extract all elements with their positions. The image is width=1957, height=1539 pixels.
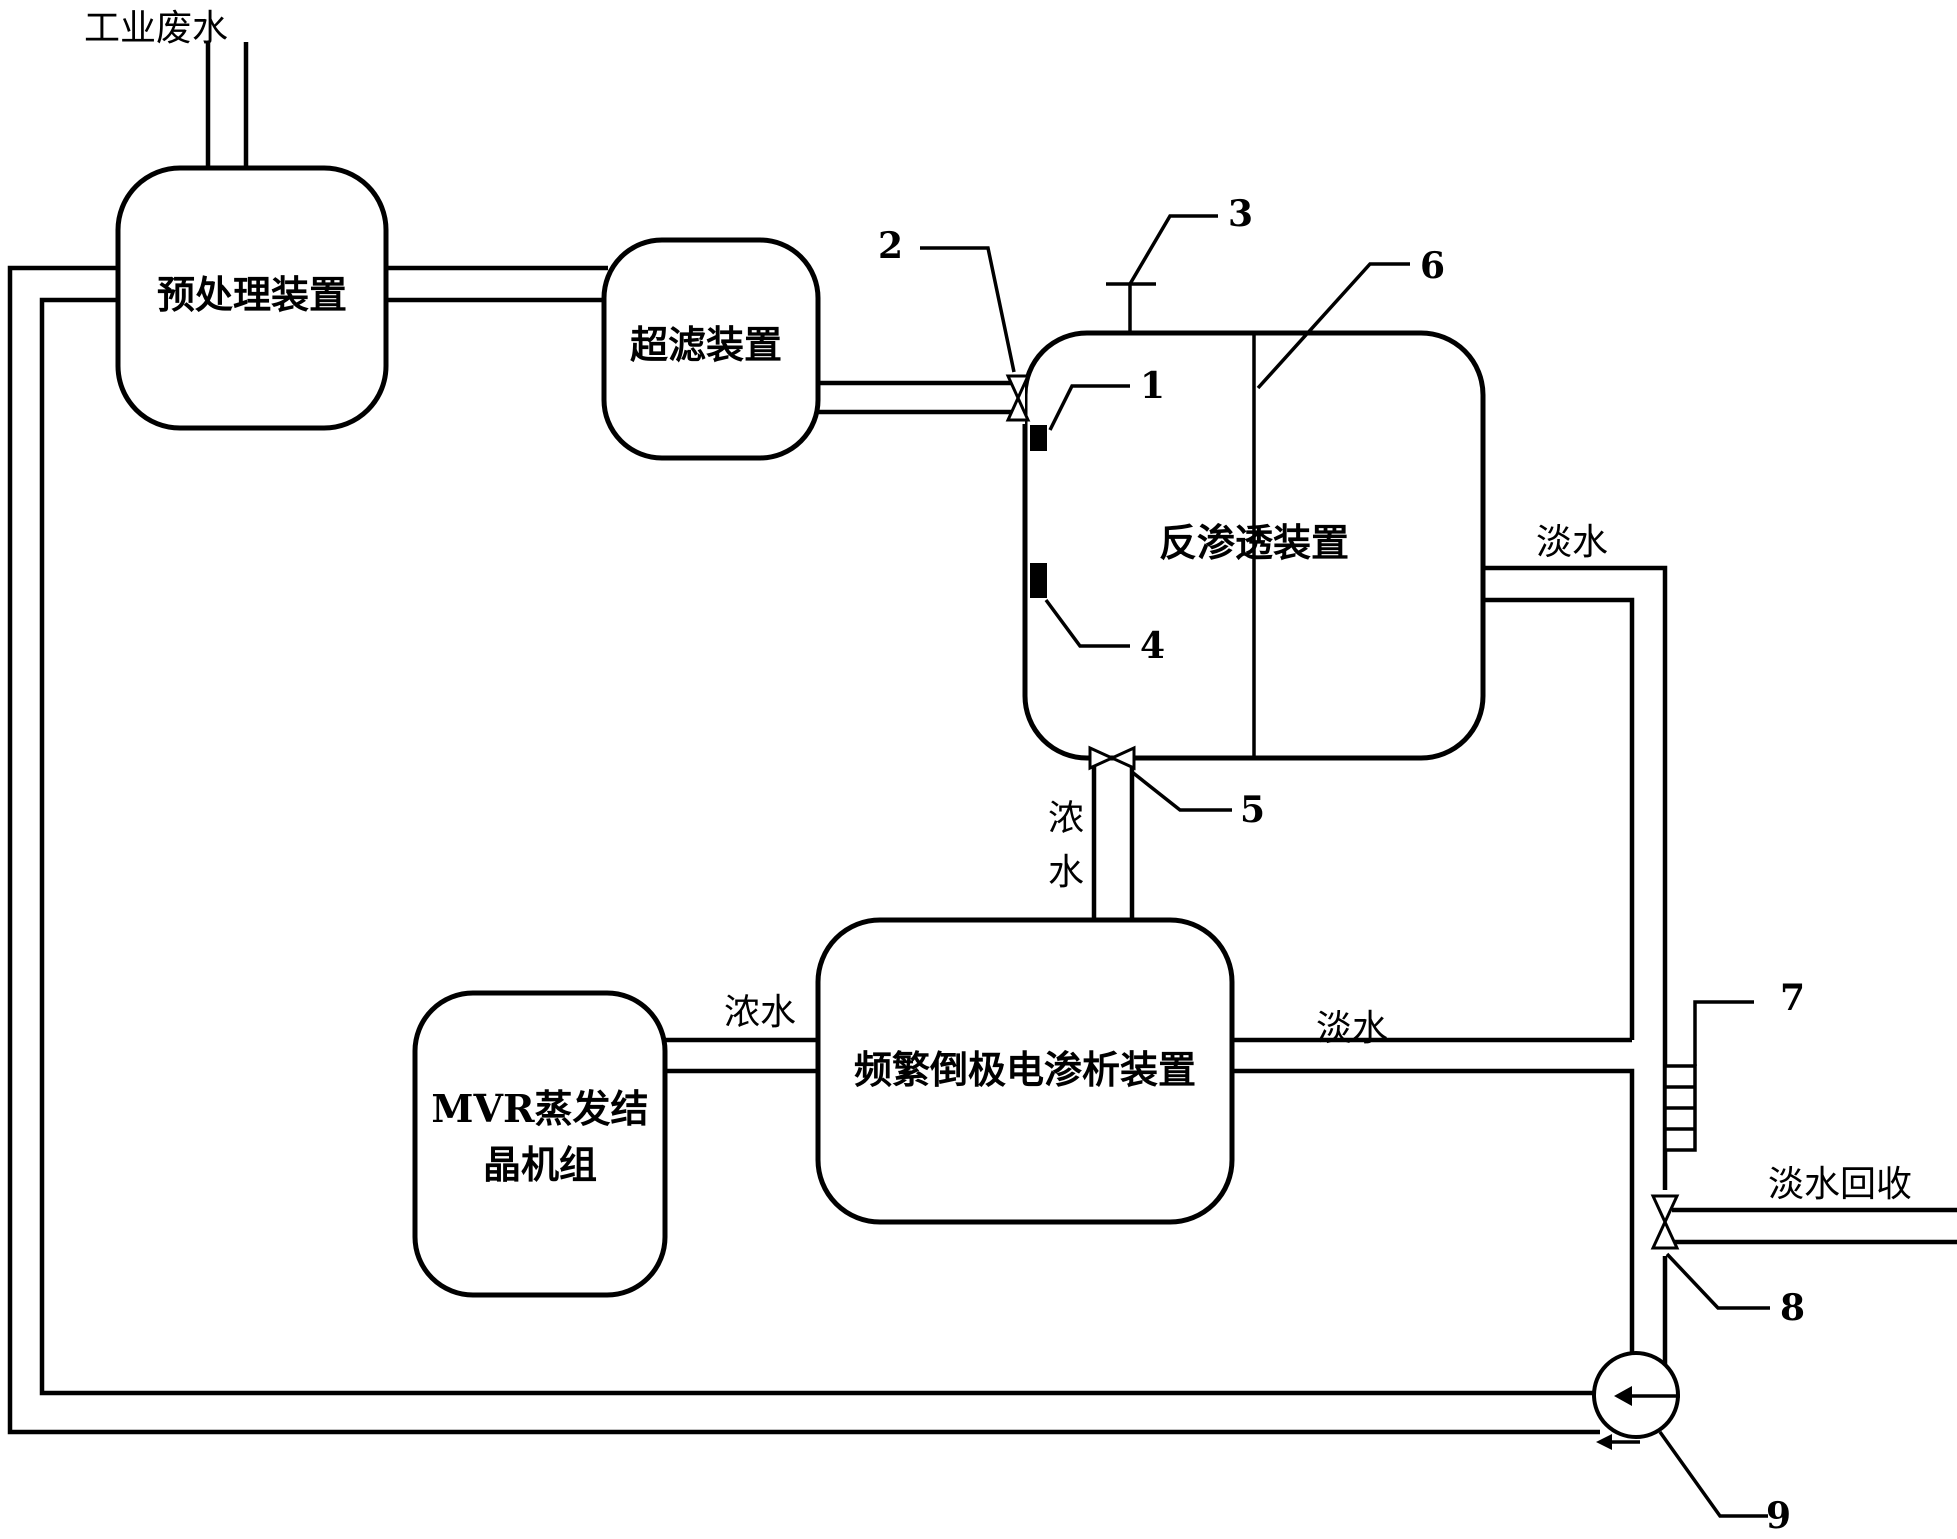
leader-1	[1048, 384, 1130, 431]
leader-3	[1128, 214, 1218, 285]
leader-2	[920, 246, 1016, 373]
edr-unit	[815, 917, 1235, 1225]
components	[1005, 282, 1697, 1450]
callout-7: 7	[1780, 977, 1805, 1019]
pretreatment-unit	[115, 165, 389, 431]
valve-8-icon	[1650, 1190, 1680, 1256]
sensor-1-icon	[1030, 425, 1047, 451]
callout-3: 3	[1228, 193, 1253, 235]
callout-5: 5	[1240, 789, 1265, 831]
ro-fresh-inner-pipe	[1478, 597, 1635, 1040]
return-loop-inner	[39, 297, 1600, 1396]
flow-labels: 工业废水 淡水 浓 水 浓水 淡水 淡水回收	[84, 8, 1912, 1205]
reverse-osmosis-label: 反渗透装置	[1159, 520, 1349, 565]
ro-fresh-label: 淡水	[1536, 522, 1608, 563]
pretreatment-label: 预处理装置	[157, 272, 347, 317]
wastewater-inlet-label: 工业废水	[84, 8, 228, 49]
callout-2: 2	[878, 225, 903, 267]
edr-fresh-pipe-lower	[1230, 1068, 1635, 1378]
leader-5	[1130, 770, 1232, 812]
leader-7	[1693, 1000, 1754, 1066]
wastewater-inlet-pipe	[205, 42, 249, 168]
ultrafiltration-label: 超滤装置	[630, 322, 782, 367]
fresh-recovery-pipe	[1665, 1207, 1957, 1245]
process-units: 预处理装置 超滤装置 反渗透装置 频繁倒极电渗析装置 MVR蒸发结 晶机组	[115, 165, 1486, 1298]
vent-3-icon	[1106, 282, 1156, 333]
edr-concentrate-label: 浓水	[724, 992, 796, 1033]
callout-8: 8	[1780, 1287, 1805, 1329]
callout-4: 4	[1140, 625, 1165, 667]
mvr-label-line2: 晶机组	[483, 1142, 597, 1187]
pretreat-to-uf-pipe	[384, 265, 608, 303]
leader-4	[1044, 598, 1130, 648]
callout-6: 6	[1420, 245, 1445, 287]
callout-numbers: 1 2 3 4 5 6 7 8 9	[878, 193, 1805, 1537]
valve-2-icon	[1005, 372, 1031, 424]
leader-6	[1256, 262, 1410, 390]
ro-fresh-outer-pipe	[1478, 565, 1668, 1378]
callout-leaders	[920, 214, 1770, 1518]
edr-fresh-label: 淡水	[1316, 1008, 1388, 1049]
leader-9	[1658, 1430, 1768, 1518]
flow-meter-7-icon	[1663, 1064, 1697, 1152]
pump-9-icon	[1592, 1351, 1680, 1450]
ultrafiltration-unit	[601, 237, 821, 461]
edr-concentrate-pipe	[660, 1037, 820, 1074]
mvr-label-line1: MVR蒸发结	[431, 1086, 648, 1131]
ro-concentrate-label-2: 水	[1048, 852, 1084, 893]
edr-label: 频繁倒极电渗析装置	[854, 1047, 1196, 1092]
ro-concentrate-pipe	[1091, 760, 1135, 922]
fresh-recovery-label: 淡水回收	[1768, 1164, 1912, 1205]
ro-concentrate-label-1: 浓	[1048, 798, 1084, 839]
uf-to-ro-pipe	[816, 380, 1018, 415]
valve-5-icon	[1088, 745, 1136, 771]
return-loop-outer	[7, 265, 1600, 1435]
callout-1: 1	[1140, 365, 1165, 407]
sensor-4-icon	[1030, 563, 1047, 598]
leader-8	[1665, 1252, 1770, 1310]
pipes	[7, 42, 1957, 1435]
callout-9: 9	[1766, 1495, 1791, 1537]
mvr-unit	[412, 990, 668, 1298]
